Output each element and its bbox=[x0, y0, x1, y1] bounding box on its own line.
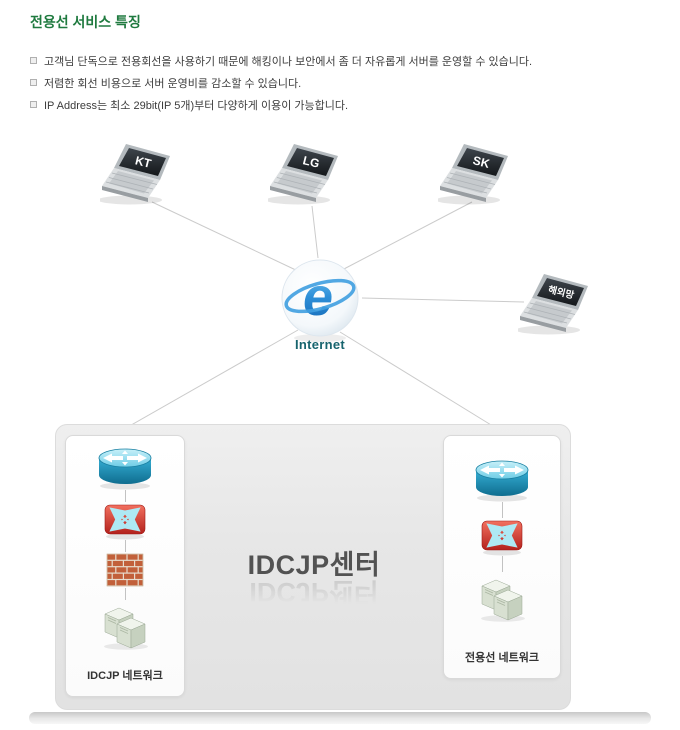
router-icon bbox=[98, 448, 152, 490]
page-title: 전용선 서비스 특징 bbox=[30, 14, 141, 30]
router-icon bbox=[475, 460, 529, 502]
laptop-icon: 해외망 bbox=[518, 274, 588, 335]
laptop-node-sk: SK bbox=[438, 142, 524, 206]
idcjp-network-panel: IDCJP 네트워크 bbox=[65, 435, 185, 697]
laptop-node-lg: LG bbox=[268, 142, 354, 206]
svg-text:e: e bbox=[303, 267, 333, 327]
switch-icon bbox=[104, 504, 146, 540]
footer-divider bbox=[29, 712, 651, 724]
panel-connector bbox=[124, 588, 126, 600]
feature-item: 저렴한 회선 비용으로 서버 운영비를 감소할 수 있습니다. bbox=[30, 73, 532, 95]
laptop-screen-label: KT bbox=[134, 153, 154, 171]
internet-label: Internet bbox=[294, 337, 346, 352]
idcjp-network-label: IDCJP 네트워크 bbox=[87, 670, 163, 682]
panel-connector bbox=[124, 540, 126, 552]
dedicated-network-label: 전용선 네트워크 bbox=[465, 652, 539, 664]
internet-node: e bbox=[276, 256, 364, 344]
laptop-node-kt: KT bbox=[100, 142, 186, 206]
internet-explorer-icon: e bbox=[281, 259, 359, 342]
panel-connector bbox=[501, 556, 503, 572]
switch-icon bbox=[481, 520, 523, 556]
panel-connector bbox=[124, 490, 126, 502]
feature-item: 고객님 단독으로 전용회선을 사용하기 때문에 해킹이나 보안에서 좀 더 자유… bbox=[30, 51, 532, 73]
feature-item: IP Address는 최소 29bit(IP 5개)부터 다양하게 이용이 가… bbox=[30, 95, 532, 117]
datacenter-box: IDCJP센터 IDCJP센터 bbox=[55, 424, 571, 710]
datacenter-title: IDCJP센터 bbox=[247, 550, 381, 580]
firewall-icon bbox=[106, 553, 144, 587]
laptop-screen-label: LG bbox=[301, 153, 321, 171]
laptop-icon: KT bbox=[100, 144, 170, 205]
panel-connector bbox=[501, 502, 503, 518]
laptop-icon: LG bbox=[268, 144, 338, 205]
datacenter-title-group: IDCJP센터 IDCJP센터 bbox=[185, 543, 443, 614]
feature-list: 고객님 단독으로 전용회선을 사용하기 때문에 해킹이나 보안에서 좀 더 자유… bbox=[30, 51, 532, 117]
laptop-node-overseas: 해외망 bbox=[518, 272, 604, 336]
server-icon bbox=[104, 607, 148, 650]
datacenter-title-reflection: IDCJP센터 bbox=[249, 577, 379, 607]
server-icon bbox=[481, 579, 525, 622]
laptop-screen-label: SK bbox=[471, 153, 491, 171]
dedicated-network-panel: 전용선 네트워크 bbox=[443, 435, 561, 679]
laptop-icon: SK bbox=[438, 144, 508, 205]
